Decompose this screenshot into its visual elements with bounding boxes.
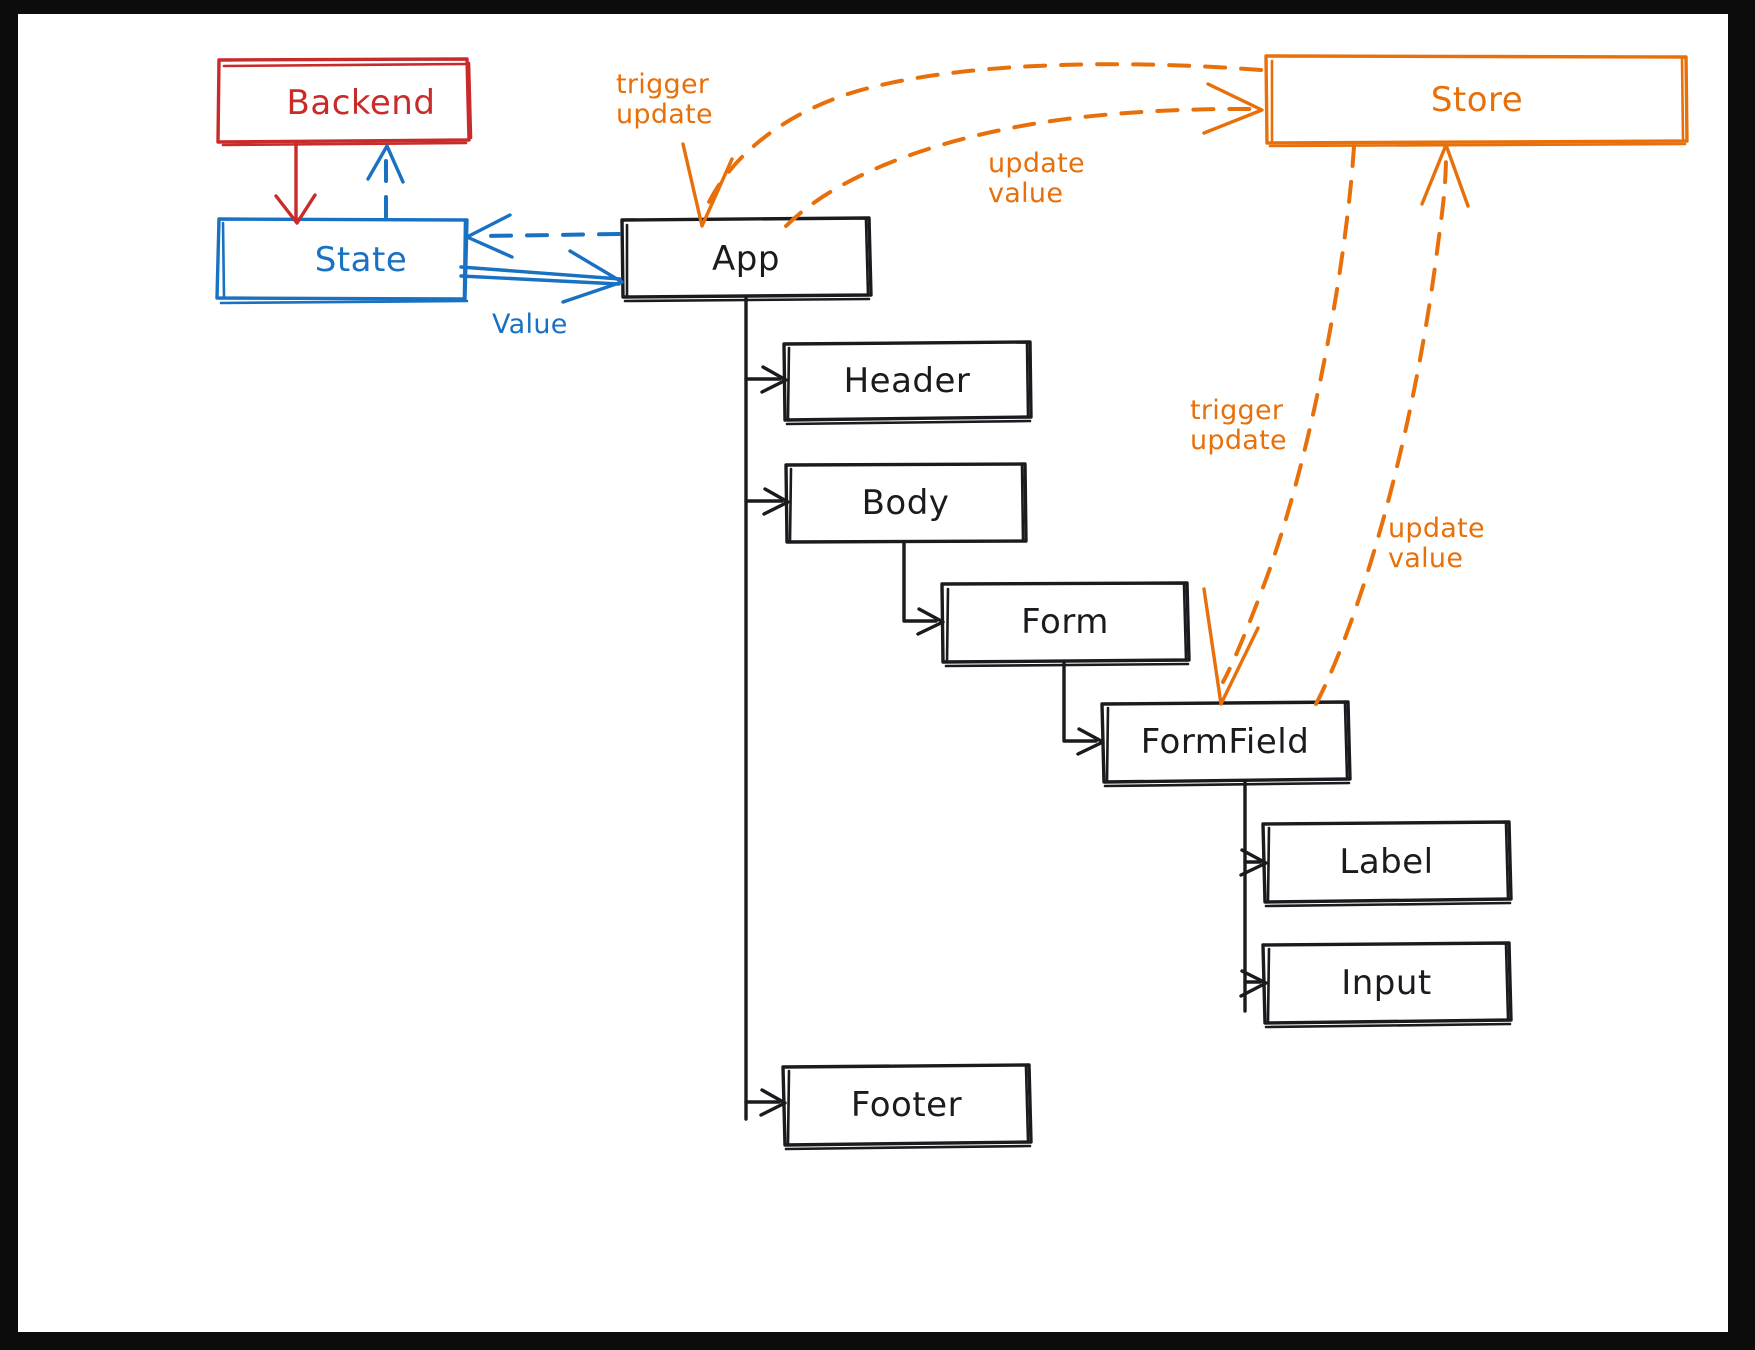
edge-app-to-state [465, 213, 621, 259]
node-form-shape[interactable] [940, 581, 1191, 668]
node-app-shape[interactable] [620, 216, 873, 303]
node-backend-shape[interactable] [216, 57, 473, 147]
edge-app-to-header [744, 365, 788, 394]
edge-formfield-to-store [1314, 143, 1470, 706]
node-state-shape[interactable] [215, 217, 469, 305]
node-store-shape[interactable] [1264, 54, 1689, 148]
node-input-shape[interactable] [1261, 941, 1513, 1029]
node-header-shape[interactable] [782, 340, 1033, 426]
node-footer-shape[interactable] [781, 14, 1728, 1151]
edge-app-to-footer [744, 1088, 787, 1117]
node-formfield-shape[interactable] [1100, 700, 1352, 788]
edge-state-to-backend [366, 144, 405, 219]
edge-app-to-body [744, 487, 790, 516]
edge-body-to-form [902, 540, 945, 636]
edge-backend-to-state [274, 142, 317, 225]
whiteboard-canvas[interactable]: .bx{fill:none;stroke-width:3.4;stroke-li… [18, 14, 1728, 1332]
edge-store-to-formfield [1202, 144, 1356, 706]
edge-form-to-formfield [1062, 660, 1105, 756]
edge-store-to-app [681, 62, 1263, 228]
diagram-svg: .bx{fill:none;stroke-width:3.4;stroke-li… [215, 14, 1728, 1151]
edge-state-to-app [459, 249, 624, 304]
node-label-shape[interactable] [1261, 820, 1513, 908]
edge-app-to-store [784, 82, 1264, 228]
edge-formfield-to-label [1239, 848, 1268, 877]
node-body-shape[interactable] [784, 462, 1028, 544]
edge-formfield-to-input [1239, 969, 1268, 998]
